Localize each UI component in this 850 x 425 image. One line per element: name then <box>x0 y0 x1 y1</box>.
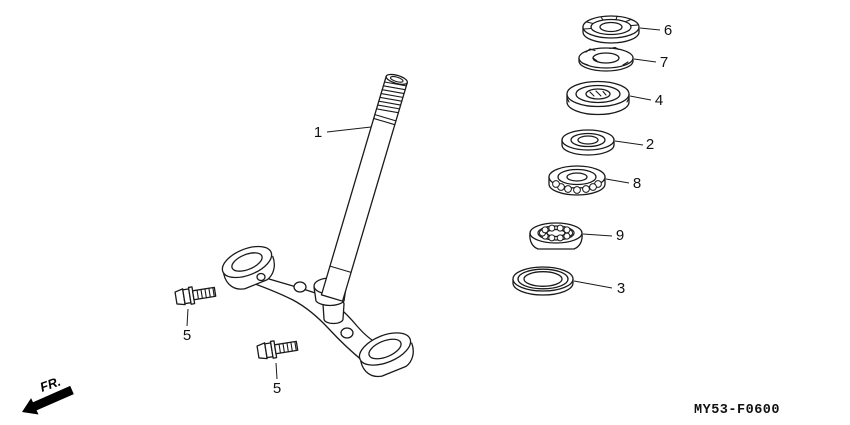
pinch-bolt-bosses <box>256 272 354 339</box>
right-fork-clamp <box>358 332 414 378</box>
callout-label-7: 7 <box>660 54 668 71</box>
callout-label-5-lower: 5 <box>273 380 281 397</box>
stem-threads <box>376 81 407 114</box>
leader-line-8 <box>605 178 630 184</box>
callout-label-4: 4 <box>655 92 663 109</box>
callout-label-8: 8 <box>633 175 641 192</box>
fr-arrow-icon <box>22 385 74 415</box>
leader-line-2 <box>614 140 644 146</box>
drawing-code: MY53-F0600 <box>694 403 780 418</box>
leader-line-1 <box>326 126 372 133</box>
fr-direction-arrow: FR. <box>22 374 74 415</box>
lower-ball-bearing <box>529 222 583 250</box>
callout-label-9: 9 <box>616 227 624 244</box>
clamp-bolt-left <box>174 286 217 306</box>
callout-label-3: 3 <box>617 280 625 297</box>
leader-line-6 <box>639 27 661 31</box>
leader-line-3 <box>573 280 613 289</box>
callout-labels: 1 2 3 4 5 5 6 7 8 9 <box>183 22 672 397</box>
callout-label-5-left: 5 <box>183 327 191 344</box>
leader-line-4 <box>629 95 652 101</box>
upper-ball-bearing <box>548 165 606 196</box>
lock-washer <box>578 46 634 72</box>
callout-label-1: 1 <box>314 124 322 141</box>
steering-stem-nut <box>582 15 640 44</box>
leader-line-7 <box>633 58 657 63</box>
leader-line-5-left <box>186 308 189 327</box>
leader-lines <box>186 27 661 380</box>
fr-label: FR. <box>38 374 63 395</box>
callout-label-2: 2 <box>646 136 654 153</box>
steering-stem <box>320 73 409 302</box>
bearing-adjust-nut <box>566 80 630 116</box>
upper-bearing-race <box>561 129 615 156</box>
leader-line-9 <box>582 233 613 237</box>
callout-label-6: 6 <box>664 22 672 39</box>
leader-line-5-lower <box>275 362 278 380</box>
clamp-bolt-lower <box>256 340 299 360</box>
lower-dust-seal <box>512 266 574 296</box>
